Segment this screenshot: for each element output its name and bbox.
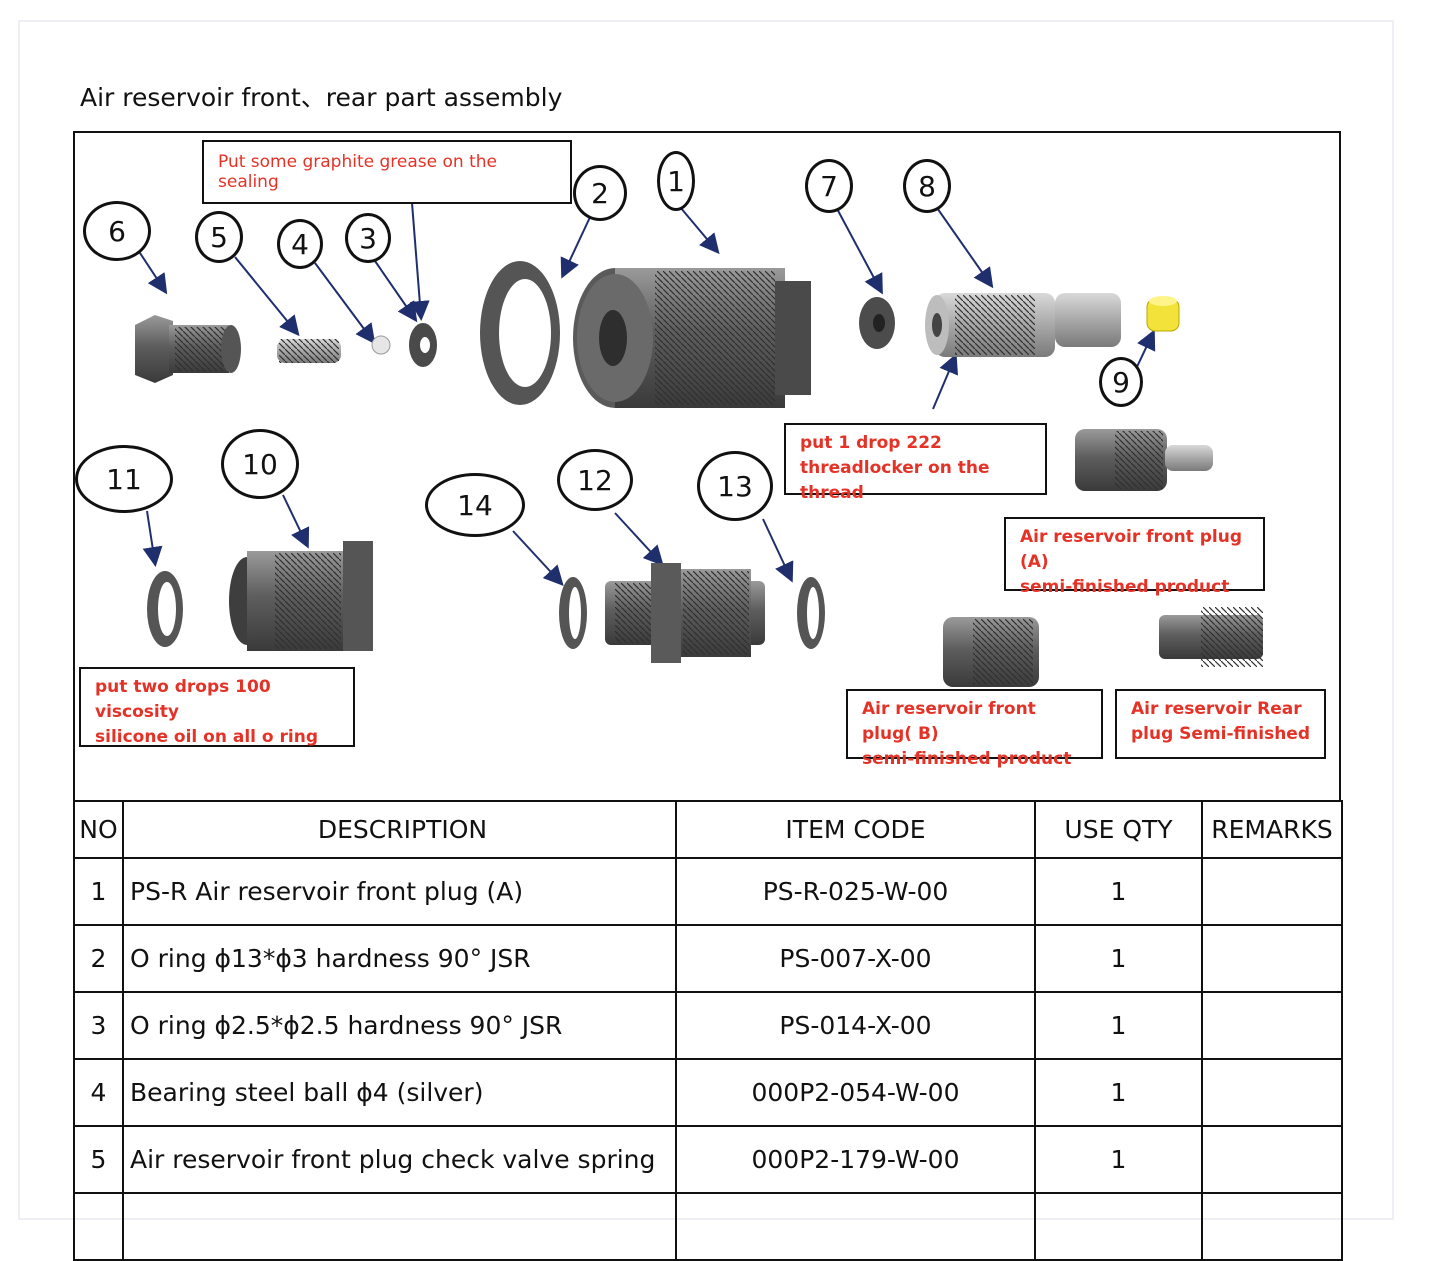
row-remarks bbox=[1201, 924, 1343, 993]
cap-9-drawing bbox=[1146, 296, 1180, 332]
plug-10-drawing bbox=[229, 541, 373, 651]
row-qty: 1 bbox=[1034, 991, 1203, 1060]
callout-7: 7 bbox=[805, 159, 853, 213]
oring-7-drawing bbox=[859, 297, 895, 349]
row-no: 2 bbox=[73, 924, 124, 993]
callout-10: 10 bbox=[221, 429, 299, 499]
parts-table: NO DESCRIPTION ITEM CODE USE QTY REMARKS… bbox=[73, 800, 1343, 1261]
oring-13-drawing bbox=[797, 577, 825, 649]
oring-14-drawing bbox=[559, 577, 587, 649]
callout-8: 8 bbox=[903, 159, 951, 213]
ball-4-drawing bbox=[371, 335, 391, 355]
callout-6: 6 bbox=[83, 201, 151, 261]
row-remarks bbox=[1201, 1192, 1343, 1261]
front-plug-b-drawing bbox=[943, 617, 1039, 687]
grease-note: Put some graphite grease on the sealing bbox=[202, 140, 572, 204]
oring-3-drawing bbox=[409, 323, 437, 367]
row-item-code: PS-014-X-00 bbox=[675, 991, 1036, 1060]
row-qty: 1 bbox=[1034, 1058, 1203, 1127]
row-remarks bbox=[1201, 991, 1343, 1060]
callout-4: 4 bbox=[277, 219, 323, 269]
front-plug-a-assembled-drawing bbox=[1075, 429, 1213, 491]
row-remarks bbox=[1201, 1125, 1343, 1194]
row-description: PS-R Air reservoir front plug (A) bbox=[122, 857, 677, 926]
callout-11: 11 bbox=[75, 445, 173, 513]
callout-5: 5 bbox=[195, 211, 243, 263]
rear-plug-label: Air reservoir Rear plug Semi-finished bbox=[1115, 689, 1326, 759]
row-description: O ring ϕ13*ϕ3 hardness 90° JSR bbox=[122, 924, 677, 993]
callout-9: 9 bbox=[1099, 357, 1143, 407]
valve-8-drawing bbox=[925, 293, 1121, 357]
row-no bbox=[73, 1192, 124, 1261]
row-qty: 1 bbox=[1034, 1125, 1203, 1194]
plug-6-drawing bbox=[135, 315, 241, 383]
row-remarks bbox=[1201, 1058, 1343, 1127]
plug-12-drawing bbox=[605, 563, 765, 663]
header-remarks: REMARKS bbox=[1201, 800, 1343, 859]
row-no: 3 bbox=[73, 991, 124, 1060]
threadlocker-note: put 1 drop 222 threadlocker on the threa… bbox=[784, 423, 1047, 503]
row-item-code: 000P2-179-W-00 bbox=[675, 1125, 1036, 1194]
front-plug-b-label: Air reservoir front plug( B) semi-finish… bbox=[846, 689, 1103, 769]
header-no: NO bbox=[73, 800, 124, 859]
assembly-diagram: 1 2 3 4 5 6 7 8 9 10 11 12 13 14 Put som… bbox=[73, 131, 1341, 801]
row-description: Air reservoir front plug check valve spr… bbox=[122, 1125, 677, 1194]
page-title: Air reservoir front、rear part assembly bbox=[80, 83, 563, 112]
row-item-code: PS-R-025-W-00 bbox=[675, 857, 1036, 926]
row-qty: 1 bbox=[1034, 857, 1203, 926]
callout-3: 3 bbox=[345, 213, 391, 263]
row-description bbox=[122, 1192, 677, 1261]
rear-plug-drawing bbox=[1159, 607, 1263, 667]
callout-1: 1 bbox=[657, 151, 695, 211]
callout-13: 13 bbox=[697, 451, 773, 521]
row-no: 1 bbox=[73, 857, 124, 926]
callout-12: 12 bbox=[557, 449, 633, 511]
row-qty: 1 bbox=[1034, 924, 1203, 993]
oring-11-drawing bbox=[147, 571, 183, 647]
leader-arrows bbox=[139, 200, 1156, 586]
row-item-code: 000P2-054-W-00 bbox=[675, 1058, 1036, 1127]
row-remarks bbox=[1201, 857, 1343, 926]
row-item-code bbox=[675, 1192, 1036, 1261]
row-no: 5 bbox=[73, 1125, 124, 1194]
row-no: 4 bbox=[73, 1058, 124, 1127]
table-header-row: NO DESCRIPTION ITEM CODE USE QTY REMARKS bbox=[73, 800, 1343, 859]
header-item-code: ITEM CODE bbox=[675, 800, 1036, 859]
row-description: O ring ϕ2.5*ϕ2.5 hardness 90° JSR bbox=[122, 991, 677, 1060]
table-row: 1 PS-R Air reservoir front plug (A) PS-R… bbox=[73, 857, 1343, 926]
front-plug-a-label: Air reservoir front plug (A) semi-finish… bbox=[1004, 517, 1265, 597]
callout-14: 14 bbox=[425, 473, 525, 537]
table-row: 5 Air reservoir front plug check valve s… bbox=[73, 1125, 1343, 1194]
table-row: 3 O ring ϕ2.5*ϕ2.5 hardness 90° JSR PS-0… bbox=[73, 991, 1343, 1060]
silicone-note: put two drops 100 viscosity silicone oil… bbox=[79, 667, 355, 747]
spring-5-drawing bbox=[277, 339, 341, 363]
parts-illustration bbox=[135, 200, 1263, 687]
header-use-qty: USE QTY bbox=[1034, 800, 1203, 859]
row-item-code: PS-007-X-00 bbox=[675, 924, 1036, 993]
table-row: 2 O ring ϕ13*ϕ3 hardness 90° JSR PS-007-… bbox=[73, 924, 1343, 993]
header-description: DESCRIPTION bbox=[122, 800, 677, 859]
row-qty bbox=[1034, 1192, 1203, 1261]
oring-2-drawing bbox=[480, 261, 560, 405]
callout-2: 2 bbox=[573, 165, 627, 221]
plug-1-drawing bbox=[573, 268, 811, 408]
table-row bbox=[73, 1192, 1343, 1261]
table-row: 4 Bearing steel ball ϕ4 (silver) 000P2-0… bbox=[73, 1058, 1343, 1127]
row-description: Bearing steel ball ϕ4 (silver) bbox=[122, 1058, 677, 1127]
